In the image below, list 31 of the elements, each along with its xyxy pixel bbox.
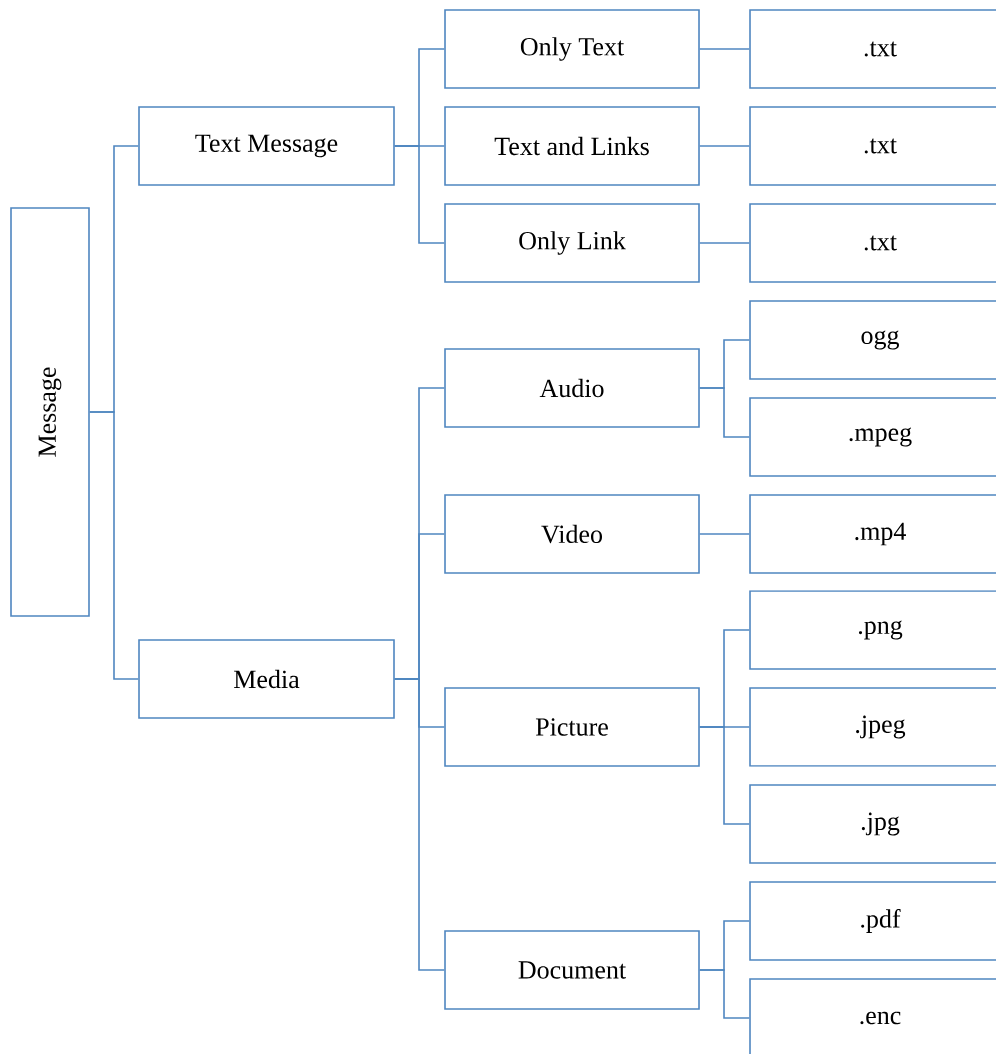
category-box: Message [10, 207, 90, 617]
category-box: .png [749, 590, 996, 670]
connector-line [699, 48, 750, 50]
connector-line [699, 533, 750, 535]
category-box: .txt [749, 9, 996, 89]
category-box: .mp4 [749, 494, 996, 574]
category-box: .txt [749, 203, 996, 283]
category-box: .jpeg [749, 687, 996, 767]
category-box: .pdf [749, 881, 996, 961]
category-box: Picture [444, 687, 700, 767]
category-box: Video [444, 494, 700, 574]
category-box: Only Text [444, 9, 700, 89]
connector-line [699, 726, 750, 825]
category-box: Document [444, 930, 700, 1010]
connector-line [394, 145, 445, 244]
category-box: Only Link [444, 203, 700, 283]
connector-line [394, 678, 445, 971]
category-box: .mpeg [749, 397, 996, 477]
connector-line [699, 145, 750, 147]
connector-line [89, 411, 139, 680]
connector-line [699, 387, 750, 438]
category-box: ogg [749, 300, 996, 380]
category-box: .jpg [749, 784, 996, 864]
category-box: .enc [749, 978, 996, 1054]
category-box: Text and Links [444, 106, 700, 186]
category-box: Media [138, 639, 395, 719]
category-box: Audio [444, 348, 700, 428]
category-box: Text Message [138, 106, 395, 186]
connector-line [699, 969, 750, 1019]
category-box: .txt [749, 106, 996, 186]
connector-line [699, 242, 750, 244]
